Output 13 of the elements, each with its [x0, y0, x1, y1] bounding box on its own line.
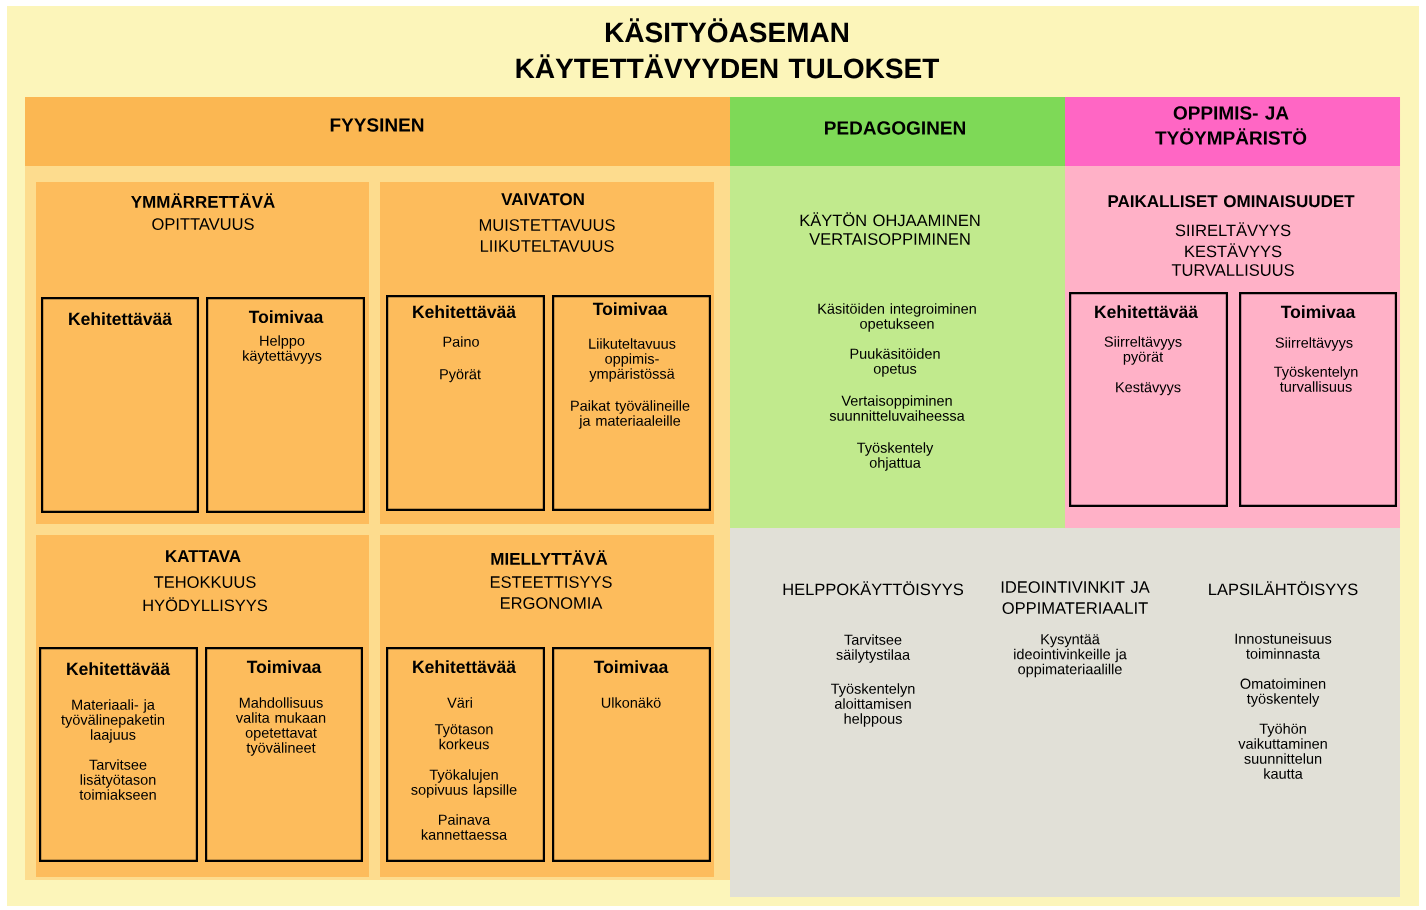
title: KÄSITYÖASEMAN KÄYTETTÄVYYDEN TULOKSET — [516, 18, 940, 79]
result-box: Toimivaa Liikuteltavuus oppimis-ympäristössä Paikat työvälineille ja materiaaleille — [552, 295, 711, 511]
result-box: Kehitettävää Siirreltävyys pyörät Kestävyys — [1069, 292, 1228, 507]
column-panel: PEDAGOGINEN KÄYTÖN OHJAAMINEN VERTAISOPPIMINEN Käsitöiden integroiminen opetukseen Puukäsitöiden opetus Vertaisoppiminen suunnitteluvaiheessa Työskentely ohjattua — [730, 97, 1065, 528]
result-box: Toimivaa Ulkonäkö — [552, 647, 711, 862]
result-box: Kehitettävää Väri Työtason korkeus Työkalujen sopivuus lapsille Painava kannettaessa — [386, 647, 545, 862]
result-box: Toimivaa Helppo käytettävyys — [206, 297, 365, 513]
result-box: Toimivaa Mahdollisuus valita mukaan opetettavat työvälineet — [205, 647, 363, 862]
result-box: Kehitettävää — [41, 297, 199, 513]
result-box: Kehitettävää Paino Pyörät — [386, 295, 545, 511]
result-box: Kehitettävää Materiaali- ja työvälinepaketin laajuus Tarvitsee lisätyötason toimiakseen — [39, 647, 198, 862]
result-box: Toimivaa Siirreltävyys Työskentelyn turvallisuus — [1239, 292, 1397, 507]
theme-panel: HELPPOKÄYTTÖISYYS Tarvitsee säilytystilaa Työskentelyn aloittamisen helppous IDEOINTIVINKIT JA OPPIMATERIAALIT Kysyntää ideointivinkeille ja oppimateriaalille LAPSILÄHTÖISYYS Innostuneisuus toiminnasta Omatoiminen työskentely Työhön vaikuttaminen suunnittelun kautta — [730, 528, 1400, 897]
